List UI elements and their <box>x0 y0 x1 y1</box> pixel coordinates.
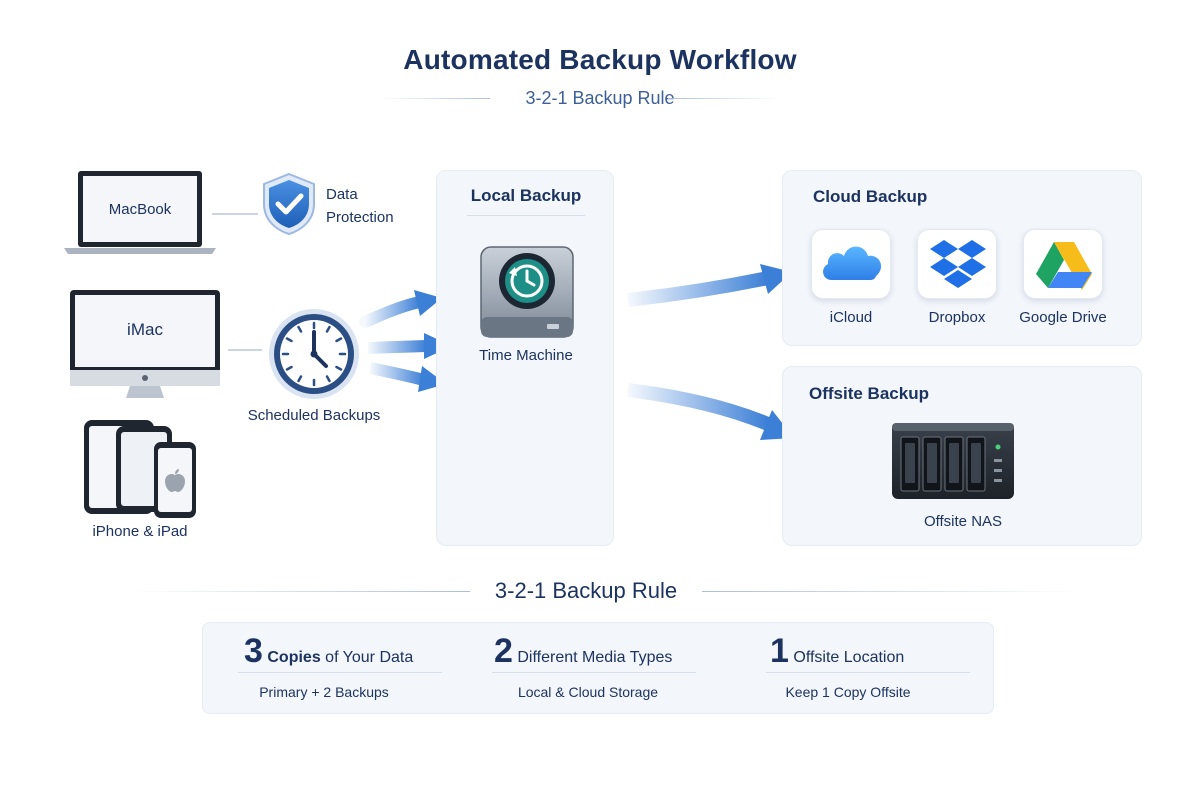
time-machine-label: Time Machine <box>479 347 573 364</box>
offsite-backup-panel: Offsite Backup <box>782 366 1142 546</box>
offsite-backup-title: Offsite Backup <box>809 384 929 403</box>
rule-copies-bold: Copies <box>267 649 321 666</box>
rule-number-1: 1 <box>770 632 789 670</box>
cloud-backup-title: Cloud Backup <box>813 187 928 206</box>
google-drive-label: Google Drive <box>1019 309 1107 326</box>
rule-offsite-text: Offsite Location <box>793 649 905 666</box>
clock-icon <box>266 306 362 402</box>
macbook-label: MacBook <box>108 201 172 218</box>
dropbox-tile[interactable] <box>917 229 997 299</box>
icloud-icon <box>823 246 882 280</box>
arrow-to-cloud <box>627 264 792 307</box>
macbook-device: MacBook <box>64 170 220 256</box>
mobile-label: iPhone & iPad <box>92 523 188 540</box>
local-title-divider <box>467 215 585 216</box>
time-machine-drive-icon <box>479 243 575 343</box>
imac-icon <box>70 290 220 398</box>
imac-label: iMac <box>127 320 163 339</box>
rule-item-copies: 3 Copies of Your Data <box>244 632 444 672</box>
dropbox-icon <box>930 240 986 288</box>
rule-item-offsite: 1 Offsite Location <box>770 632 970 672</box>
rule-offsite-sub: Keep 1 Copy Offsite <box>785 684 911 700</box>
google-drive-icon <box>1036 242 1092 290</box>
rule-2-divider <box>492 672 696 673</box>
page-subtitle: 3-2-1 Backup Rule <box>525 88 675 108</box>
rule-1-divider <box>238 672 442 673</box>
cloud-backup-panel: Cloud Backup iCloud Dropbox <box>782 170 1142 346</box>
rule-media-text: Different Media Types <box>517 649 673 666</box>
rule-divider-right <box>702 591 1082 592</box>
nas-icon <box>891 421 1015 503</box>
subtitle-divider-right <box>668 98 778 99</box>
data-protection-line1: Data <box>326 186 358 203</box>
offsite-nas-label: Offsite NAS <box>923 513 1003 530</box>
imac-device: iMac <box>70 288 220 400</box>
icloud-tile[interactable] <box>811 229 891 299</box>
icloud-label: iCloud <box>829 309 873 326</box>
google-drive-tile[interactable] <box>1023 229 1103 299</box>
arrow-to-offsite <box>627 383 794 440</box>
arrow-to-local-3 <box>368 362 446 392</box>
arrow-to-local-1 <box>359 290 442 328</box>
rule-heading: 3-2-1 Backup Rule <box>494 578 678 603</box>
iphone-ipad-icon <box>84 420 196 518</box>
mobile-devices <box>82 418 200 520</box>
rule-3-divider <box>766 672 970 673</box>
data-protection-line2: Protection <box>326 209 394 226</box>
macbook-icon <box>64 171 216 254</box>
subtitle-divider-left <box>380 98 490 99</box>
shield-icon <box>260 172 318 236</box>
rule-divider-left <box>130 591 470 592</box>
local-backup-title: Local Backup <box>470 186 582 205</box>
scheduled-backups-label: Scheduled Backups <box>247 407 381 424</box>
page-title: Automated Backup Workflow <box>403 44 797 75</box>
rule-copies-sub: Primary + 2 Backups <box>259 684 389 700</box>
rule-panel <box>202 622 994 714</box>
dropbox-label: Dropbox <box>928 309 986 326</box>
rule-item-media: 2 Different Media Types <box>494 632 704 672</box>
rule-number-3: 3 <box>244 632 263 670</box>
local-backup-panel: Local Backup Time Machine <box>436 170 614 546</box>
rule-copies-text: of Your Data <box>325 649 414 666</box>
rule-media-sub: Local & Cloud Storage <box>517 684 659 700</box>
rule-number-2: 2 <box>494 632 513 670</box>
